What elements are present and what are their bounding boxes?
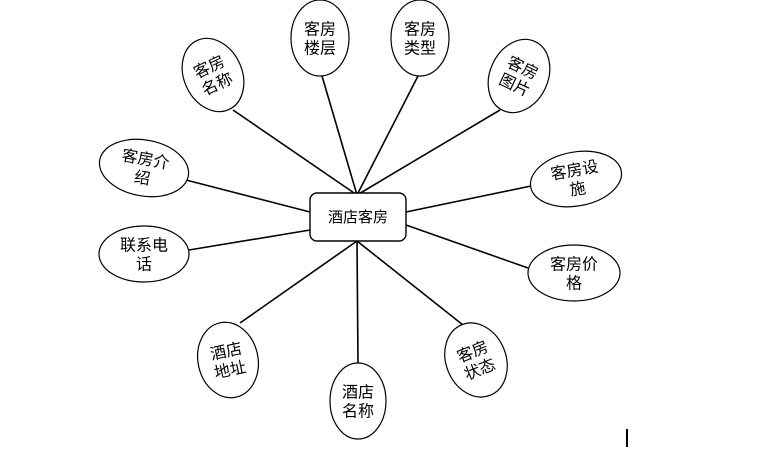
attribute-ellipse: [444, 322, 508, 398]
attribute-ellipse: [98, 138, 190, 198]
attribute-label-line: 格: [566, 274, 582, 293]
attribute-ellipse: [527, 244, 621, 302]
attribute-label-line: 话: [136, 255, 152, 274]
attribute-label-line: 类型: [404, 39, 436, 58]
attribute-ellipse: [487, 38, 551, 114]
attribute-ellipse: [181, 37, 245, 113]
attribute-ellipse: [390, 0, 450, 77]
edge-room-facilities: [405, 185, 532, 213]
edge-room-floor: [321, 75, 358, 196]
attribute-ellipse: [98, 225, 190, 283]
attribute-ellipse: [290, 0, 350, 77]
attribute-label-line: 施: [568, 178, 587, 199]
attribute-label-line: 客房: [404, 20, 436, 39]
attribute-ellipses: 客房名称客房楼层客房类型客房图片客房介绍客房设施联系电话客房价格酒店地址酒店名称…: [98, 0, 623, 440]
attribute-label-line: 联系电: [120, 236, 168, 255]
attribute-ellipse: [329, 362, 387, 440]
attribute-label-line: 楼层: [304, 39, 336, 58]
attribute-ellipse: [197, 321, 259, 399]
entity-box: [309, 192, 407, 242]
attribute-ellipse: [529, 150, 623, 208]
entity-node: 酒店客房: [309, 192, 407, 242]
edge-room-name: [232, 109, 358, 196]
entity-label: 酒店客房: [328, 208, 388, 226]
edge-hotel-name: [356, 240, 359, 364]
connector-lines: [185, 75, 532, 364]
attribute-label-line: 客房价: [550, 255, 598, 274]
edge-room-price: [405, 224, 529, 269]
edge-hotel-address: [239, 240, 358, 324]
attribute-label-line: 名称: [342, 402, 374, 421]
attribute-label-line: 酒店: [342, 383, 374, 402]
attribute-label-line: 客房: [304, 20, 336, 39]
edge-room-status: [356, 240, 464, 326]
edge-contact-phone: [188, 229, 311, 251]
edge-room-image: [356, 109, 501, 196]
edge-room-intro: [185, 179, 311, 213]
edge-room-type: [356, 75, 419, 196]
attribute-label-line: 绍: [133, 167, 152, 188]
text-cursor: [626, 429, 628, 447]
